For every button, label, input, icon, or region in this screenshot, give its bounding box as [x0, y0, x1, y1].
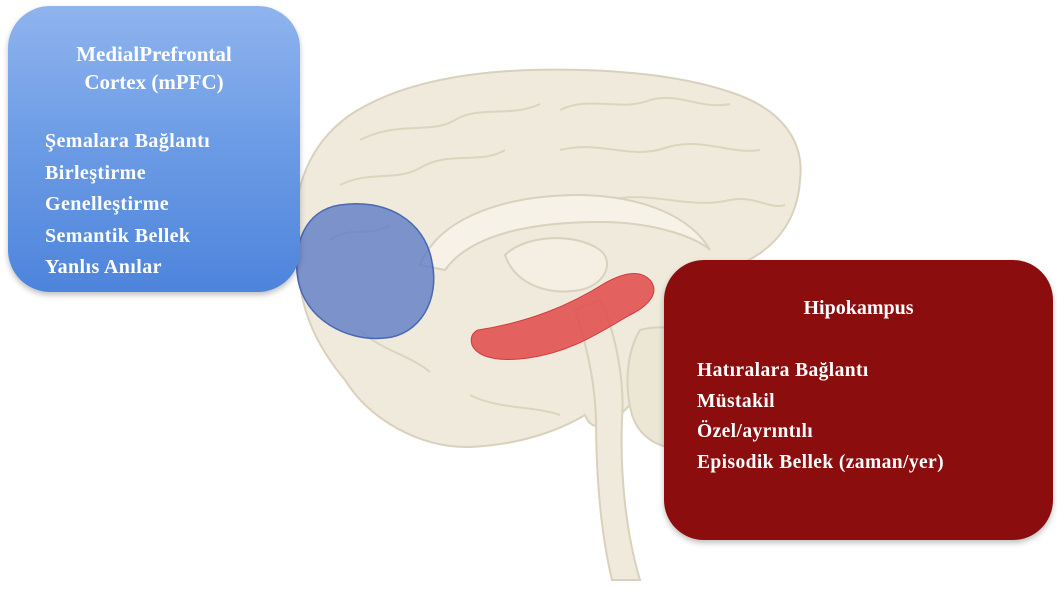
hippocampus-info-box: Hipokampus Hatıralara Bağlantı Müstakil …: [664, 260, 1053, 540]
list-item: Müstakil: [697, 387, 944, 418]
list-item: Hatıralara Bağlantı: [697, 356, 944, 387]
list-item: Özel/ayrıntılı: [697, 417, 944, 448]
list-item: Yanlıs Anılar: [45, 252, 210, 284]
hippocampus-title: Hipokampus: [664, 294, 1053, 322]
list-item: Şemalara Bağlantı: [45, 126, 210, 158]
list-item: Birleştirme: [45, 158, 210, 190]
hippocampus-function-list: Hatıralara Bağlantı Müstakil Özel/ayrınt…: [697, 356, 944, 478]
mpfc-title-line2: Cortex (mPFC): [8, 68, 300, 96]
mpfc-function-list: Şemalara Bağlantı Birleştirme Genelleşti…: [45, 126, 210, 284]
list-item: Semantik Bellek: [45, 221, 210, 253]
mpfc-title-line1: MedialPrefrontal: [8, 40, 300, 68]
mpfc-title: MedialPrefrontal Cortex (mPFC): [8, 40, 300, 96]
list-item: Episodik Bellek (zaman/yer): [697, 448, 944, 479]
mpfc-info-box: MedialPrefrontal Cortex (mPFC) Şemalara …: [8, 6, 300, 292]
list-item: Genelleştirme: [45, 189, 210, 221]
